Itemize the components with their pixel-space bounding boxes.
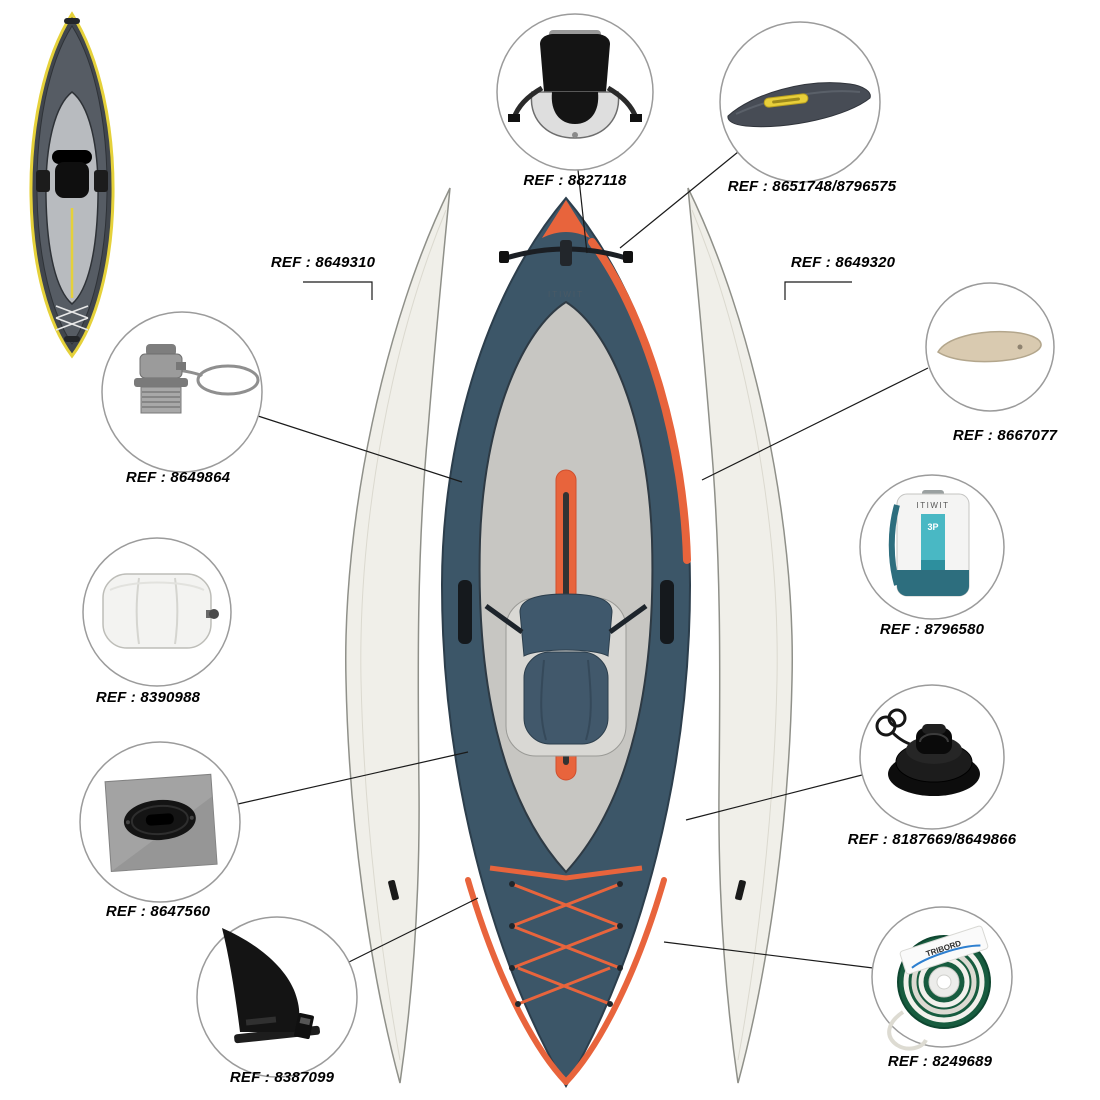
part-circle-valve-cap	[101, 311, 263, 473]
part-circle-seat	[496, 13, 654, 171]
part-circle-side-fin	[925, 282, 1055, 412]
valve-illustration	[875, 708, 980, 796]
cord-spool-illustration: TRIBORD	[887, 925, 991, 1051]
bag-brand-text: ITIWIT	[917, 501, 950, 510]
bag-size-text: 3P	[927, 522, 938, 532]
valve-cap-illustration	[134, 344, 260, 414]
ref-label-deck-cover: REF : 8651748/8796575	[727, 178, 897, 195]
left-float-leader	[303, 281, 373, 300]
side-fin-illustration	[937, 330, 1042, 363]
cushion-illustration	[102, 573, 219, 649]
kayak-top-view: ITIWIT	[440, 196, 692, 1088]
ref-label-seat: REF : 8827118	[523, 172, 627, 189]
ref-label-cushion: REF : 8390988	[95, 689, 201, 706]
part-circle-carry-bag: ITIWIT 3P	[859, 474, 1005, 620]
ref-label-cord-spool: REF : 8249689	[887, 1053, 993, 1070]
fin-illustration	[222, 928, 320, 1044]
part-circle-deck-cover	[719, 21, 881, 183]
deck-cover-illustration	[727, 82, 871, 128]
seat-illustration	[508, 30, 642, 139]
repair-patch-illustration	[104, 773, 218, 873]
ref-label-side-fin: REF : 8667077	[952, 427, 1058, 444]
ref-label-valve: REF : 8187669/8649866	[847, 831, 1017, 848]
kayak-brand-text: ITIWIT	[548, 290, 584, 299]
left-side-float	[344, 187, 451, 1084]
ref-label-patch: REF : 8647560	[105, 903, 211, 920]
ref-label-valve-cap: REF : 8649864	[125, 469, 231, 486]
ref-label-left-float: REF : 8649310	[270, 254, 376, 271]
right-side-float	[687, 187, 794, 1084]
carry-bag-illustration: ITIWIT 3P	[888, 490, 970, 597]
connector-lines	[237, 151, 929, 969]
right-float-leader	[784, 281, 852, 300]
kayak-thumbnail	[29, 11, 115, 359]
ref-label-fin: REF : 8387099	[229, 1069, 335, 1086]
ref-label-right-float: REF : 8649320	[790, 254, 896, 271]
part-circle-repair-patch	[79, 741, 241, 903]
part-circle-cushion	[82, 537, 232, 687]
part-circle-cord-spool: TRIBORD	[871, 906, 1013, 1051]
ref-label-carry-bag: REF : 8796580	[879, 621, 985, 638]
part-circle-fin	[196, 916, 358, 1078]
part-circle-valve	[859, 684, 1005, 830]
